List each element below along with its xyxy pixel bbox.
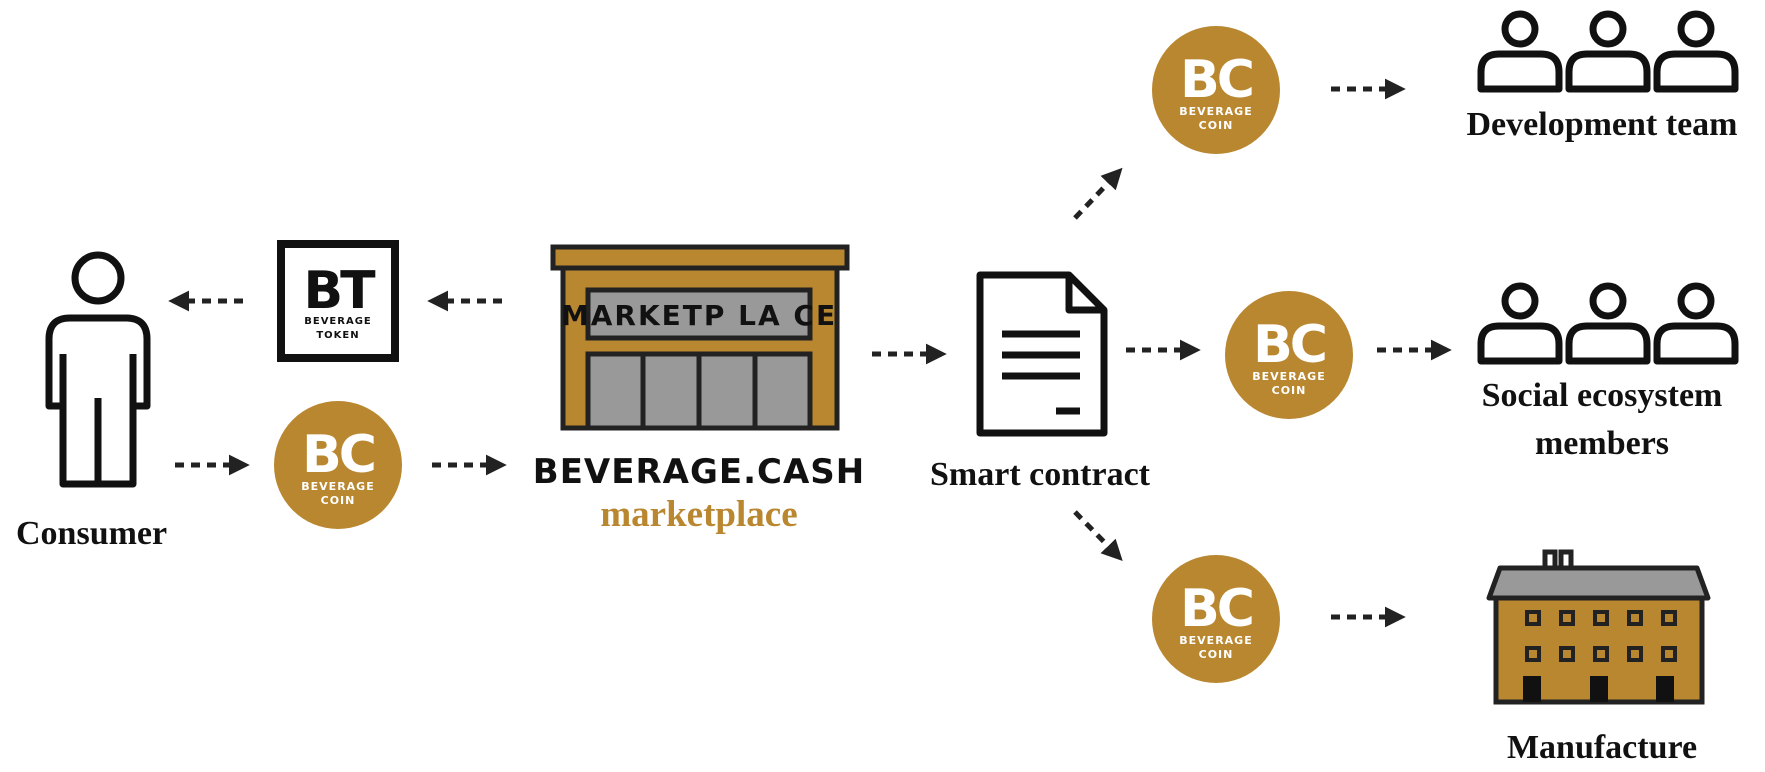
beverage-coin-social: BC BEVERAGE COIN xyxy=(1225,291,1353,419)
smart-contract-document-icon xyxy=(976,271,1108,437)
development-team-label: Development team xyxy=(1466,106,1738,143)
bc-coin-line1: BEVERAGE xyxy=(1179,105,1252,118)
manufacture-label: Manufacture xyxy=(1506,729,1698,766)
bt-token-line1: BEVERAGE xyxy=(304,316,372,327)
bt-token-line2: TOKEN xyxy=(316,330,359,341)
beverage-coin-consumer: BC BEVERAGE COIN xyxy=(274,401,402,529)
people-group-icon xyxy=(1477,10,1739,93)
bc-coin-line2: COIN xyxy=(1199,648,1234,661)
bc-coin-line1: BEVERAGE xyxy=(1179,634,1252,647)
beverage-coin-development: BC BEVERAGE COIN xyxy=(1152,26,1280,154)
person-outline-icon xyxy=(45,251,151,488)
arrow-contract-to-dev-coin xyxy=(1073,167,1123,220)
beverage-token-badge: BT BEVERAGE TOKEN xyxy=(277,240,399,362)
consumer-label: Consumer xyxy=(16,515,168,552)
arrow-contract-to-manufacture-coin xyxy=(1073,510,1123,562)
bc-coin-big: BC xyxy=(1253,315,1325,375)
social-members-label: members xyxy=(1534,425,1670,462)
bc-coin-line1: BEVERAGE xyxy=(301,480,374,493)
bc-coin-line1: BEVERAGE xyxy=(1252,370,1325,383)
bc-coin-big: BC xyxy=(1180,50,1252,110)
beverage-coin-manufacture: BC BEVERAGE COIN xyxy=(1152,555,1280,683)
marketplace-store-icon: MARKETP LA CE xyxy=(550,244,850,431)
bc-coin-line2: COIN xyxy=(1199,119,1234,132)
bc-coin-line2: COIN xyxy=(1272,384,1307,397)
beverage-cash-brand: BEVERAGE.CASH xyxy=(532,452,866,492)
store-sign-text: MARKETP LA CE xyxy=(561,299,837,332)
marketplace-sublabel: marketplace xyxy=(600,494,798,535)
bc-coin-line2: COIN xyxy=(321,494,356,507)
social-ecosystem-label: Social ecosystem xyxy=(1481,377,1723,414)
factory-building-icon xyxy=(1486,549,1711,705)
people-group-icon xyxy=(1477,282,1739,365)
bc-coin-big: BC xyxy=(302,425,374,485)
bc-coin-big: BC xyxy=(1180,579,1252,639)
smart-contract-label: Smart contract xyxy=(930,456,1150,493)
bt-token-big: BT xyxy=(303,261,376,321)
